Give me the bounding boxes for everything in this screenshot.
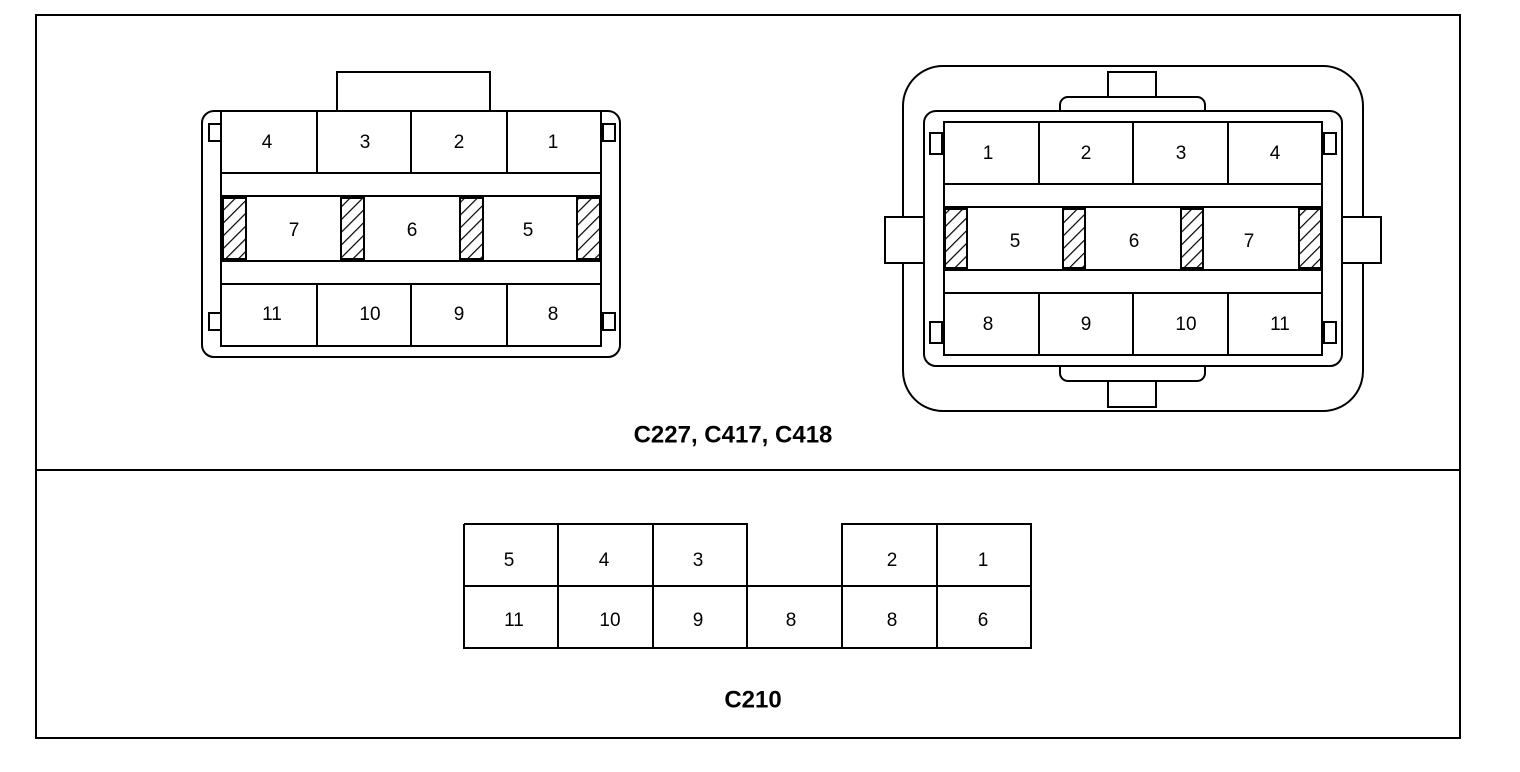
pin-label: 9 bbox=[693, 610, 704, 631]
pin-label: 11 bbox=[504, 610, 524, 631]
left-connector bbox=[201, 71, 621, 358]
pin-label: 6 bbox=[1129, 231, 1140, 252]
c210-connector bbox=[463, 523, 1032, 649]
left-connector-tab bbox=[602, 312, 616, 331]
keying-rib-hatch bbox=[222, 197, 247, 260]
pin-label: 5 bbox=[523, 220, 534, 241]
right-connector-housing bbox=[923, 110, 1343, 367]
right-connector-tab bbox=[929, 321, 943, 344]
left-connector-pin-labels: 4 3 2 1 7 6 5 11 10 9 8 bbox=[262, 132, 559, 325]
pin-label: 8 bbox=[786, 610, 797, 631]
right-connector bbox=[884, 65, 1382, 412]
pin-label: 10 bbox=[359, 304, 380, 325]
left-connector-tab bbox=[208, 123, 222, 142]
pin-label: 3 bbox=[360, 132, 371, 153]
right-connector-tab bbox=[929, 132, 943, 155]
pin-label: 1 bbox=[978, 550, 989, 571]
pin-label: 4 bbox=[1270, 143, 1281, 164]
pin-label: 8 bbox=[887, 610, 898, 631]
pin-label: 7 bbox=[289, 220, 300, 241]
keying-rib-hatch bbox=[576, 197, 601, 260]
right-connector-side-lock bbox=[884, 216, 925, 264]
left-connector-tab bbox=[602, 123, 616, 142]
pin-label: 10 bbox=[599, 610, 620, 631]
pin-label: 5 bbox=[504, 550, 515, 571]
pin-label: 9 bbox=[1081, 314, 1092, 335]
pin-label: 11 bbox=[262, 304, 282, 325]
pin-label: 9 bbox=[454, 304, 465, 325]
keying-rib-hatch bbox=[944, 208, 968, 269]
upper-panel-caption: C227, C417, C418 bbox=[634, 421, 833, 448]
pin-label: 5 bbox=[1010, 231, 1021, 252]
pin-label: 2 bbox=[887, 550, 898, 571]
pin-label: 8 bbox=[983, 314, 994, 335]
pin-label: 7 bbox=[1244, 231, 1255, 252]
right-connector-tab bbox=[1323, 132, 1337, 155]
lower-panel-caption: C210 bbox=[724, 686, 781, 713]
pin-label: 11 bbox=[1270, 314, 1290, 335]
pin-label: 4 bbox=[262, 132, 273, 153]
keying-rib-hatch bbox=[1062, 208, 1086, 269]
left-connector-tab bbox=[208, 312, 222, 331]
keying-rib-hatch bbox=[1298, 208, 1322, 269]
pin-label: 2 bbox=[1081, 143, 1092, 164]
right-connector-key bbox=[1107, 71, 1157, 100]
pin-label: 6 bbox=[978, 610, 989, 631]
keying-rib-hatch bbox=[459, 197, 484, 260]
c210-pin-labels: 5 4 3 2 1 11 10 9 8 8 6 bbox=[504, 550, 989, 631]
keying-rib-hatch bbox=[340, 197, 365, 260]
pin-label: 6 bbox=[407, 220, 418, 241]
pin-label: 8 bbox=[548, 304, 559, 325]
pin-label: 2 bbox=[454, 132, 465, 153]
left-connector-latch bbox=[336, 71, 491, 112]
pin-label: 4 bbox=[599, 550, 610, 571]
pin-label: 3 bbox=[1176, 143, 1187, 164]
right-connector-side-lock bbox=[1341, 216, 1382, 264]
pin-label: 1 bbox=[548, 132, 559, 153]
keying-rib-hatch bbox=[1180, 208, 1204, 269]
right-connector-pin-labels: 1 2 3 4 5 6 7 8 9 10 11 bbox=[983, 143, 1290, 335]
lower-panel-frame bbox=[35, 469, 1461, 739]
right-connector-key bbox=[1107, 379, 1157, 408]
right-connector-tab bbox=[1323, 321, 1337, 344]
pin-label: 10 bbox=[1175, 314, 1196, 335]
pin-label: 3 bbox=[693, 550, 704, 571]
pin-label: 1 bbox=[983, 143, 994, 164]
